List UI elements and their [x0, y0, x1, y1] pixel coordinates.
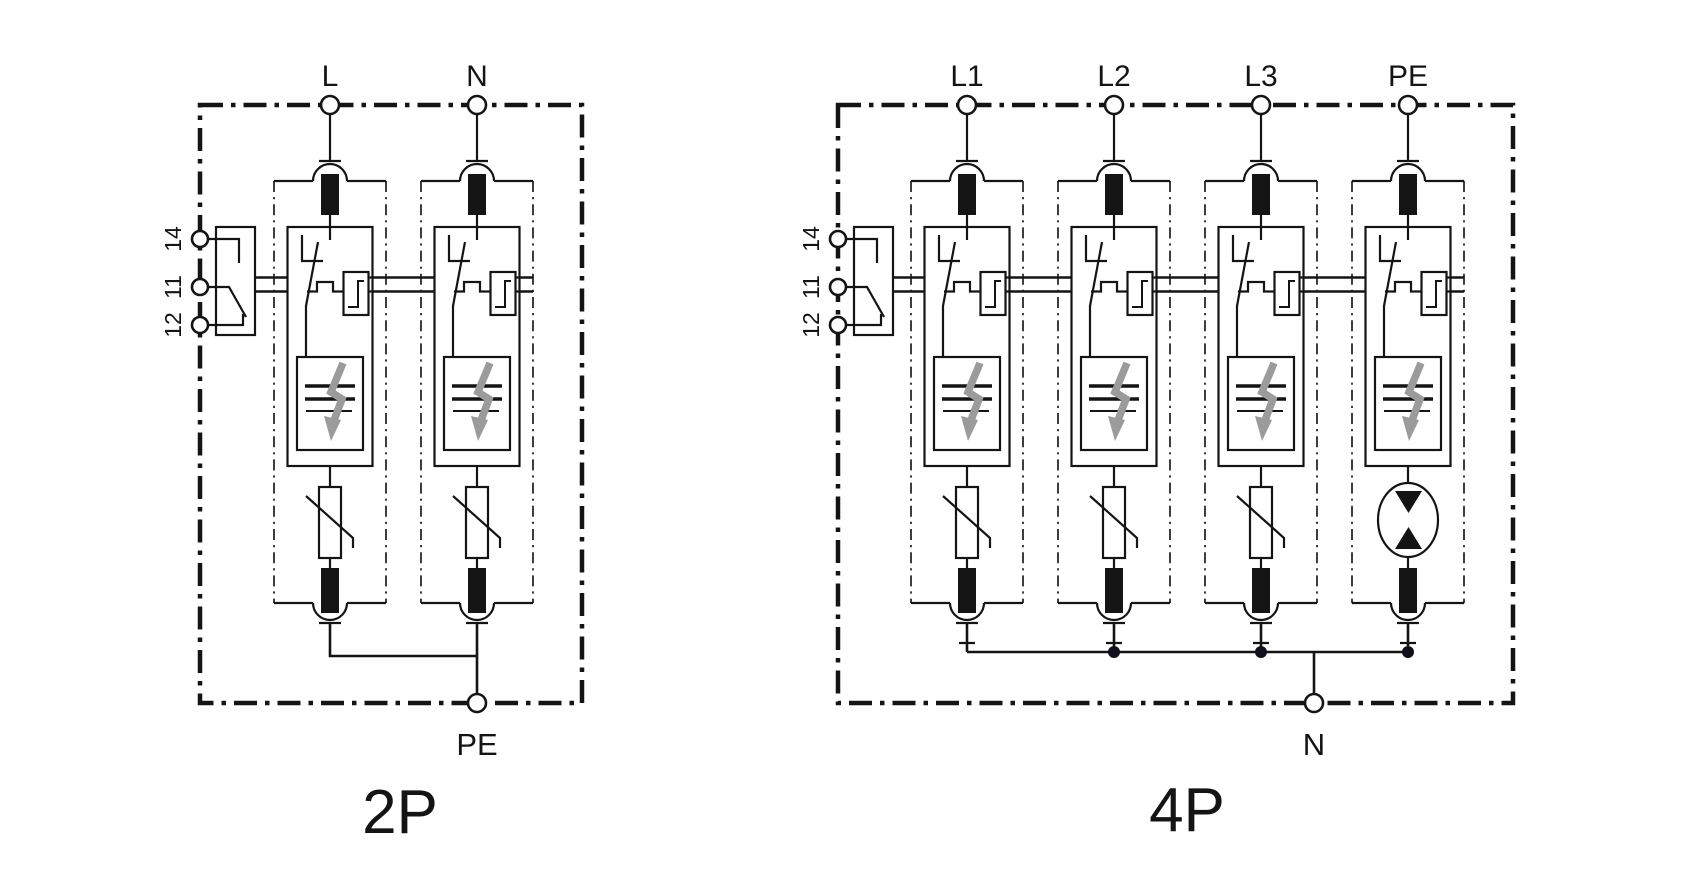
terminal-n — [466, 94, 488, 116]
diagram-title-2p: 2P — [362, 778, 438, 847]
module-down-leads-4p — [965, 623, 1410, 652]
terminal-label-l2: L2 — [1097, 60, 1130, 93]
gas-discharge-tube-pe — [1376, 464, 1440, 570]
remote-contact-block-2p — [190, 225, 257, 337]
terminal-label-pe-2p: PE — [456, 727, 497, 762]
junction-dot-l2 — [1108, 646, 1120, 658]
contact-label-11-2p: 11 — [160, 275, 186, 299]
terminal-l2 — [1103, 94, 1125, 116]
signal-bus-2p — [255, 276, 533, 293]
diagram-4p: L1 L2 L3 PE N 14 11 12 4P — [798, 60, 1516, 845]
terminal-label-pe-4p: PE — [1388, 60, 1428, 93]
varistor-l2 — [1088, 464, 1139, 570]
diagram-title-4p: 4P — [1149, 776, 1225, 845]
terminal-label-l3: L3 — [1244, 60, 1277, 93]
terminal-n-4p — [1303, 692, 1325, 714]
terminal-l — [319, 94, 341, 116]
terminal-l1 — [956, 94, 978, 116]
varistor-n — [451, 464, 502, 570]
contact-label-12-2p: 12 — [160, 312, 186, 338]
enclosure-border-2p — [197, 102, 585, 706]
junction-dot-pe — [1402, 646, 1414, 658]
terminal-pe-4p — [1397, 94, 1419, 116]
signal-bus-4p — [893, 276, 1464, 293]
remote-contact-block-4p — [828, 225, 895, 337]
terminal-l3 — [1250, 94, 1272, 116]
terminal-label-l1: L1 — [950, 60, 983, 93]
enclosure-border-4p — [835, 102, 1516, 706]
terminal-label-l: L — [322, 60, 339, 93]
varistor-l1 — [941, 464, 992, 570]
terminal-pe-2p — [466, 692, 488, 714]
contact-label-14-4p: 14 — [798, 226, 824, 252]
junction-dot-l3 — [1255, 646, 1267, 658]
varistor-l — [304, 464, 355, 570]
terminal-label-n-4p: N — [1303, 727, 1325, 762]
earth-link-2p — [328, 623, 477, 658]
terminal-label-n: N — [466, 60, 488, 93]
contact-label-11-4p: 11 — [798, 275, 824, 299]
contact-label-14-2p: 14 — [160, 226, 186, 252]
varistor-l3 — [1235, 464, 1286, 570]
contact-label-12-4p: 12 — [798, 312, 824, 338]
diagram-2p: L N PE 14 11 12 2P — [160, 60, 585, 847]
